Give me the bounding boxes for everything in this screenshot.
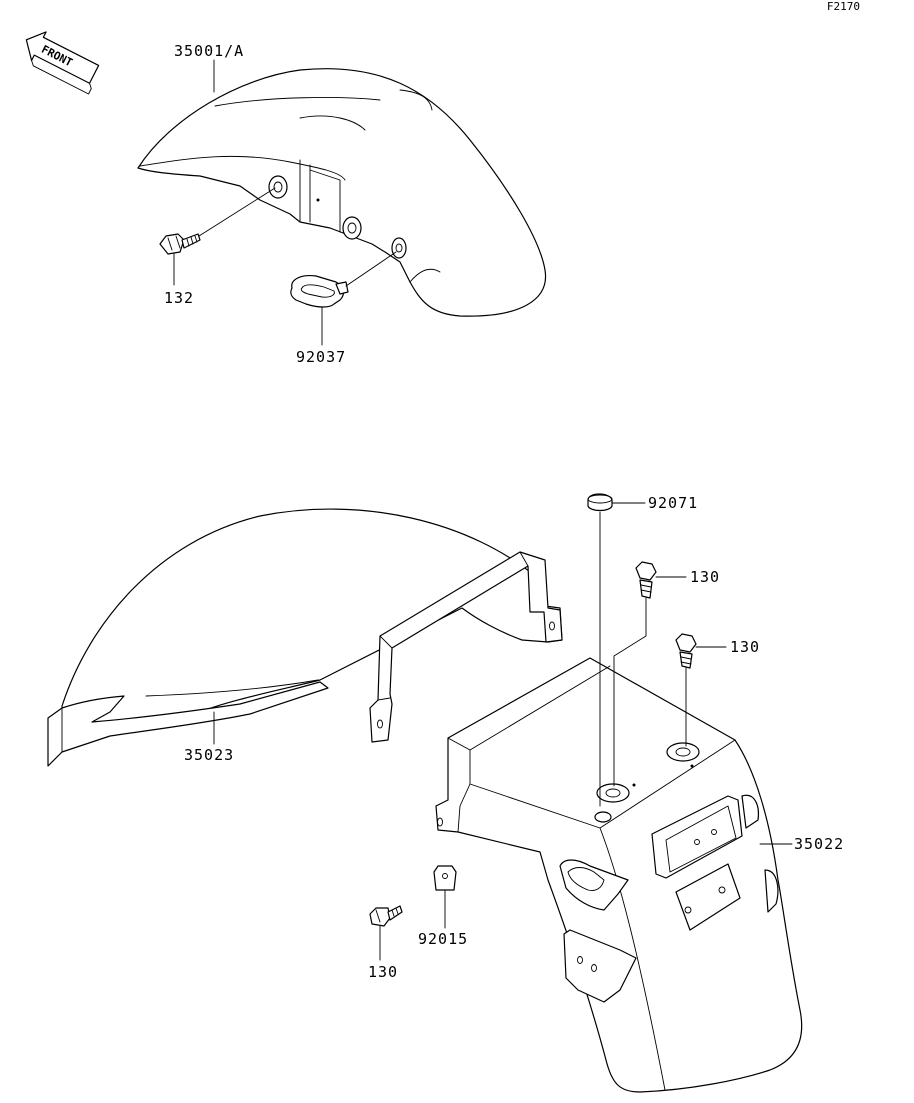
label-130-lower: 130 [368, 963, 398, 981]
front-direction-arrow: FRONT [25, 31, 100, 95]
bolt-130-upper-2 [675, 633, 697, 669]
bolt-130-lower [369, 905, 403, 927]
front-fender-bolt [159, 233, 201, 255]
front-fender-35001a [137, 68, 547, 317]
bolt-130-upper-1 [635, 561, 657, 599]
label-92015: 92015 [418, 930, 468, 948]
label-35001a: 35001/A [174, 42, 244, 60]
nut-plate-92015 [433, 865, 457, 891]
label-35022: 35022 [794, 835, 844, 853]
rear-fender-front-35023 [47, 508, 563, 767]
figure-code: F2170 [827, 0, 860, 13]
label-132: 132 [164, 289, 194, 307]
label-130-upper-2: 130 [730, 638, 760, 656]
label-92037: 92037 [296, 348, 346, 366]
front-fender-clip [290, 275, 349, 308]
label-35023: 35023 [184, 746, 234, 764]
cap-92071 [587, 493, 613, 512]
rear-fender-rear-35022 [435, 657, 803, 1093]
label-92071: 92071 [648, 494, 698, 512]
label-130-upper-1: 130 [690, 568, 720, 586]
